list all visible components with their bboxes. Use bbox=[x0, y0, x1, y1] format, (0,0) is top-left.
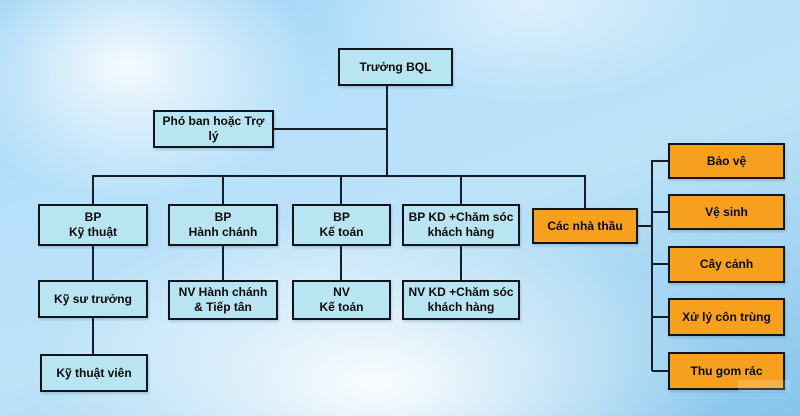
node-cay-canh: Cây cảnh bbox=[668, 246, 785, 283]
node-ky-thuat-vien: Kỹ thuật viên bbox=[40, 354, 148, 392]
node-bp-kd-cham-soc-khach-hang: BP KD +Chăm sóc khách hàng bbox=[402, 204, 520, 246]
node-ve-sinh: Vệ sinh bbox=[668, 194, 785, 230]
node-thu-gom-rac: Thu gom rác bbox=[668, 352, 785, 390]
node-xu-ly-con-trung: Xử lý côn trùng bbox=[668, 298, 785, 336]
node-nv-kd-cham-soc-khach-hang: NV KD +Chăm sóc khách hàng bbox=[402, 280, 520, 320]
node-pho-ban-hoac-tro-ly: Phó ban hoặc Trợ lý bbox=[153, 110, 274, 148]
node-bp-ky-thuat: BP Kỹ thuật bbox=[38, 204, 148, 246]
node-bp-ke-toan: BP Kế toán bbox=[292, 204, 391, 246]
node-ky-su-truong: Kỹ sư trưởng bbox=[38, 280, 148, 318]
node-nv-ke-toan: NV Kế toán bbox=[292, 280, 391, 320]
node-cac-nha-thau: Các nhà thầu bbox=[532, 208, 638, 244]
node-bao-ve: Bảo vệ bbox=[668, 143, 785, 179]
watermark bbox=[738, 380, 790, 392]
node-nv-hanh-chanh-tiep-tan: NV Hành chánh & Tiếp tân bbox=[168, 280, 278, 320]
node-truong-bql: Trưởng BQL bbox=[338, 48, 453, 86]
node-bp-hanh-chanh: BP Hành chánh bbox=[168, 204, 278, 246]
